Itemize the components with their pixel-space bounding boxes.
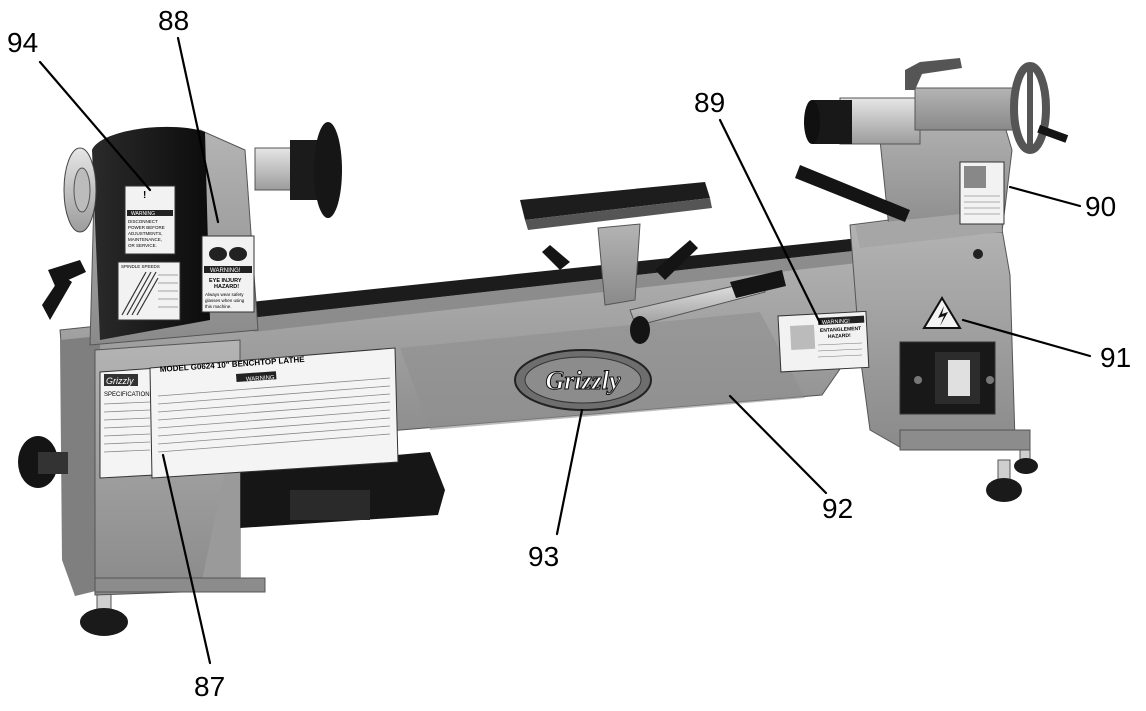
eye-decal-line1: EYE INJURY [209, 278, 242, 284]
callout-numbers: 94 88 89 90 91 92 93 87 [7, 5, 1131, 702]
disconnect-decal-line4: MAINTENANCE, [128, 237, 162, 242]
callout-88: 88 [158, 5, 189, 36]
eye-decal-line5: this machine. [205, 304, 232, 309]
leader-90 [1008, 185, 1082, 208]
grizzly-emblem: Grizzly [514, 349, 652, 411]
disconnect-decal-warning: WARNING [131, 211, 155, 217]
leader-93 [555, 408, 584, 536]
callout-90: 90 [1085, 191, 1116, 222]
entangle-decal-line1: ENTANGLEMENT [820, 326, 862, 334]
tailstock [795, 58, 1069, 451]
eye-decal-line4: glasses when using [205, 298, 245, 303]
spindle-speeds-label: SPINDLE SPEEDS [121, 264, 160, 269]
callout-87: 87 [194, 671, 225, 702]
callout-93: 93 [528, 541, 559, 572]
leader-87 [161, 453, 212, 665]
callout-92: 92 [822, 493, 853, 524]
spec-plate-heading: SPECIFICATIONS [104, 392, 154, 398]
entanglement-decal: WARNING! ENTANGLEMENT HAZARD! [777, 310, 870, 373]
model-plate-warning: WARNING [246, 375, 275, 383]
leader-91 [961, 318, 1092, 358]
leader-89 [718, 118, 822, 325]
disconnect-decal-line1: DISCONNECT [128, 219, 158, 224]
svg-text:!: ! [143, 190, 146, 201]
callout-94: 94 [7, 27, 38, 58]
headstock: ! WARNING DISCONNECT POWER BEFORE ADJUST… [42, 122, 342, 346]
entangle-decal-line2: HAZARD! [828, 333, 851, 340]
leader-94 [38, 60, 152, 192]
callout-91: 91 [1100, 342, 1131, 373]
leader-88 [176, 36, 220, 224]
leader-92 [728, 394, 828, 495]
disconnect-decal-line3: ADJUSTMENTS, [128, 231, 163, 236]
disconnect-decal-line2: POWER BEFORE [128, 225, 165, 230]
eye-decal-line2: HAZARD! [214, 284, 239, 290]
tool-rest [520, 182, 786, 344]
spec-plate-brand: Grizzly [106, 376, 134, 386]
leader-lines [38, 36, 1092, 665]
disconnect-decal-line5: OR SERVICE. [128, 243, 157, 248]
eye-decal-warning: WARNING! [210, 268, 241, 274]
eye-decal-line3: Always wear safety [205, 292, 244, 297]
model-plate: MODEL G0624 10" BENCHTOP LATHE WARNING [149, 347, 399, 479]
callout-89: 89 [694, 87, 725, 118]
entangle-decal-warning: WARNING! [822, 319, 851, 326]
grizzly-emblem-text: Grizzly [545, 366, 621, 395]
feet [80, 447, 1038, 636]
motor [225, 452, 445, 528]
